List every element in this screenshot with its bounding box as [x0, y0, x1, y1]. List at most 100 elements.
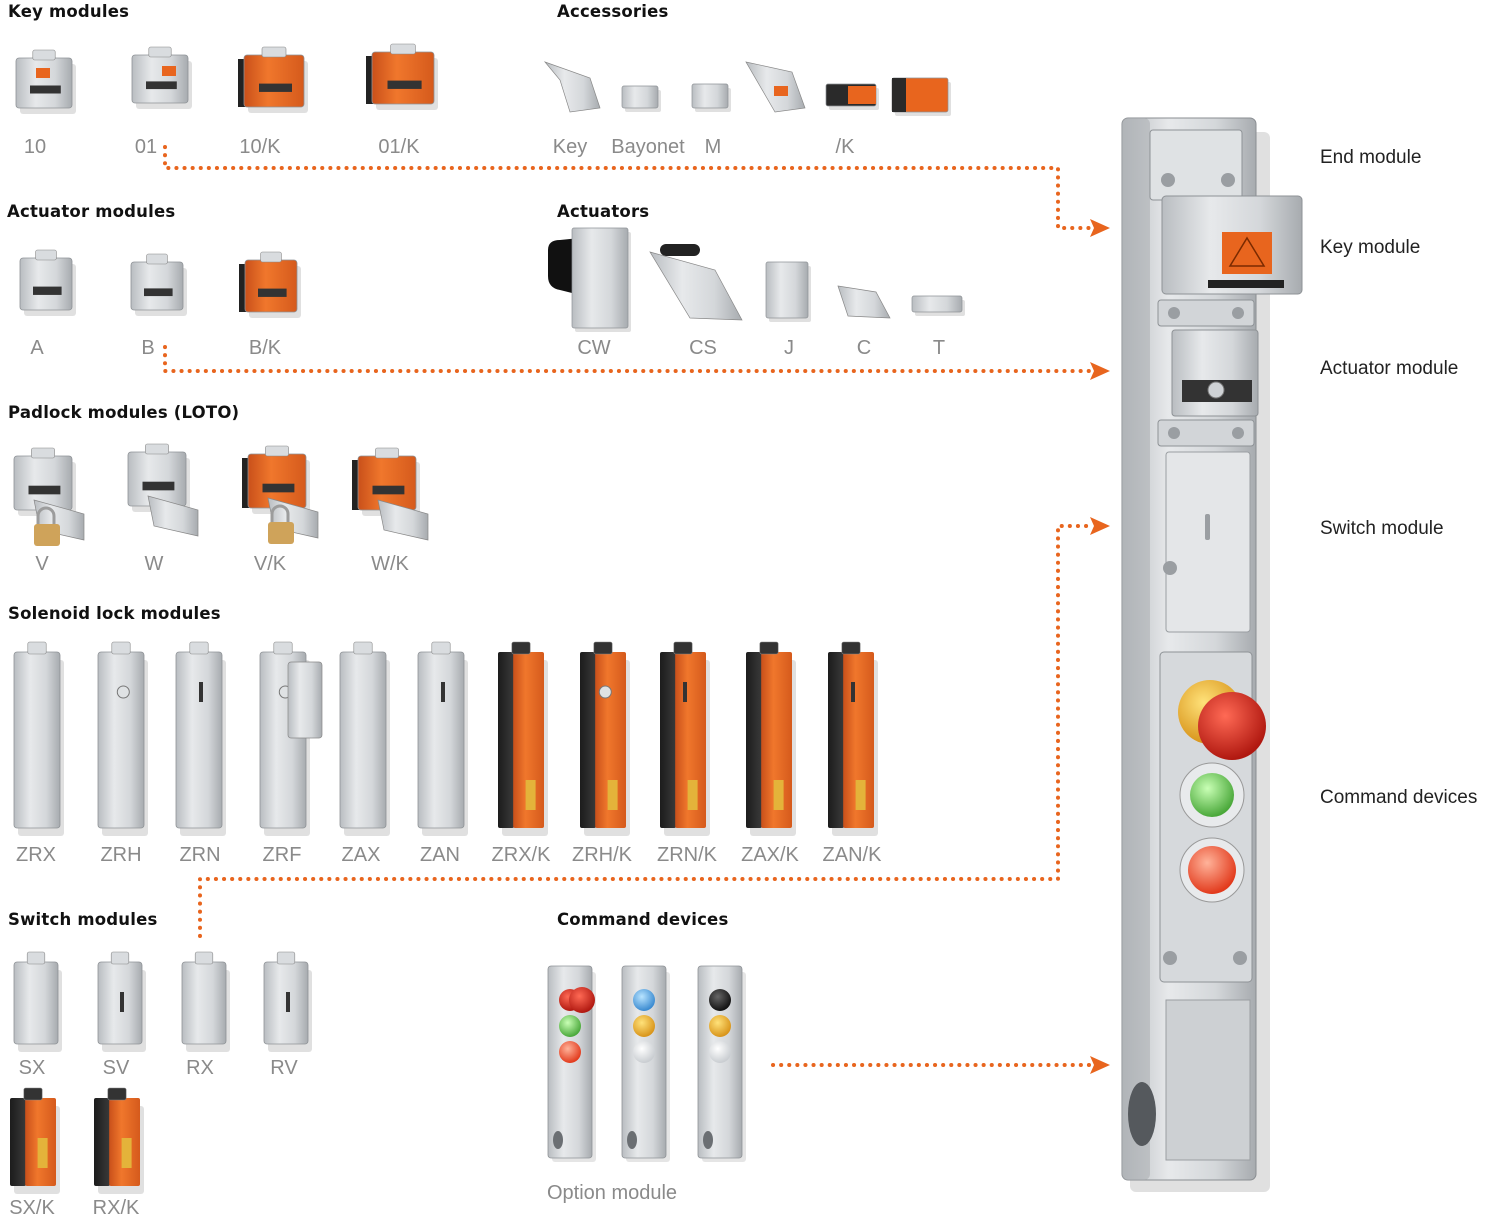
heading-padlock-modules: Padlock modules (LOTO) [8, 403, 240, 422]
label-pad-vk: V/K [253, 553, 287, 575]
module-sol-6 [498, 641, 548, 836]
accessory-key-k-label [774, 86, 788, 96]
label-sol-zan: ZAN [420, 844, 460, 866]
accessory-k-dark-orange [848, 86, 876, 104]
module-key-01k [366, 43, 438, 110]
label-sol-zrnk: ZRN/K [657, 844, 717, 866]
command-option-1 [547, 965, 596, 1162]
heading-actuator-modules: Actuator modules [7, 202, 176, 221]
command-option-3 [697, 965, 746, 1162]
actuator-cw [571, 227, 631, 332]
warning-triangle-icon [1228, 236, 1266, 267]
actuator-t [911, 295, 965, 316]
label-sw-sv: SV [102, 1057, 130, 1079]
label-option-module: Option module [546, 1182, 678, 1204]
module-sol-10 [828, 641, 878, 836]
module-act-b [130, 253, 187, 316]
module-sol-7 [580, 641, 630, 836]
label-sol-zrxk: ZRX/K [491, 844, 551, 866]
heading-key-modules: Key modules [8, 2, 130, 21]
label-sw-sxk: SX/K [9, 1197, 55, 1219]
module-act-a [19, 249, 76, 316]
module-sol-zrf-housing [287, 661, 323, 739]
label-pad-wk: W/K [371, 553, 409, 575]
label-actuator-c: C [856, 337, 872, 359]
accessory-m [691, 83, 731, 112]
module-sol-1 [97, 641, 148, 836]
module-pad-wk [352, 447, 429, 541]
actuator-j [765, 261, 811, 322]
label-actuator-cs: CS [689, 337, 717, 359]
label-sol-zrf: ZRF [262, 844, 302, 866]
heading-accessories: Accessories [557, 2, 669, 21]
command-option-1-estop [569, 987, 595, 1013]
label-pad-w: W [144, 553, 164, 575]
label-acc-k: /K [835, 136, 855, 158]
module-key-10 [15, 49, 76, 114]
label-actuator-t: T [932, 337, 946, 359]
label-sw-rxk: RX/K [92, 1197, 140, 1219]
assembly-end-module [1149, 129, 1243, 201]
module-act-bk [239, 251, 301, 318]
label-actuator-j: J [784, 337, 794, 359]
assembly-label-command-devices: Command devices [1320, 787, 1478, 808]
assembly-label-end-module: End module [1320, 147, 1422, 168]
module-sw-sxk [10, 1087, 60, 1194]
heading-actuators: Actuators [557, 202, 650, 221]
module-pad-v [13, 447, 85, 546]
actuator-cs-knob [660, 244, 700, 256]
module-sol-5 [417, 641, 468, 836]
label-actuator-cw: CW [577, 337, 611, 359]
actuator-cs [649, 251, 743, 321]
module-sol-9 [746, 641, 796, 836]
label-pad-v: V [35, 553, 49, 575]
label-acc-bayonet: Bayonet [611, 136, 685, 158]
arrow-key-module [1090, 219, 1110, 237]
label-sol-zaxk: ZAX/K [741, 844, 799, 866]
assembly-green-lamp [1190, 773, 1234, 817]
assembly [1121, 117, 1303, 1192]
accessory-key [543, 61, 601, 113]
command-option-2 [621, 965, 670, 1162]
label-sol-zrn: ZRN [179, 844, 221, 866]
assembly-label-switch-module: Switch module [1320, 518, 1444, 539]
module-pad-vk [242, 445, 319, 544]
module-sw-3 [263, 951, 312, 1052]
label-act-bk: B/K [248, 337, 282, 359]
module-sol-0 [13, 641, 64, 836]
heading-switch-modules: Switch modules [8, 910, 158, 929]
module-sw-rxk [94, 1087, 144, 1194]
module-sol-2 [175, 641, 226, 836]
label-sol-zrhk: ZRH/K [572, 844, 632, 866]
module-sw-0 [13, 951, 62, 1052]
module-sol-8 [660, 641, 710, 836]
label-key-01k: 01/K [378, 136, 420, 158]
label-sol-zrh: ZRH [100, 844, 142, 866]
accessory-k-orange-side [892, 78, 906, 112]
module-sol-4 [339, 641, 390, 836]
label-sw-rx: RX [186, 1057, 214, 1079]
module-key-10k [238, 46, 308, 113]
heading-solenoid-modules: Solenoid lock modules [8, 604, 221, 623]
connector-actuator-module [163, 345, 1094, 373]
label-acc-key: Key [552, 136, 588, 158]
assembly-label-actuator-module: Actuator module [1320, 358, 1459, 379]
module-pad-w [127, 443, 199, 537]
module-sw-2 [181, 951, 230, 1052]
assembly-cable-gland [1128, 1082, 1156, 1146]
heading-command-devices: Command devices [557, 910, 729, 929]
connector-switch-module [198, 524, 1094, 938]
label-sw-sx: SX [18, 1057, 46, 1079]
arrow-actuator-module [1090, 362, 1110, 380]
assembly-actuator-module [1171, 329, 1259, 417]
accessory-bayonet [621, 85, 661, 112]
arrow-switch-module [1090, 517, 1110, 535]
label-acc-m: M [704, 136, 722, 158]
assembly-switch-module [1165, 451, 1251, 633]
label-sol-zax: ZAX [341, 844, 381, 866]
actuator-c [837, 285, 891, 319]
assembly-label-key-module: Key module [1320, 237, 1421, 258]
arrow-command-devices [1090, 1056, 1110, 1074]
label-key-10: 10 [23, 136, 47, 158]
module-sw-1 [97, 951, 146, 1052]
